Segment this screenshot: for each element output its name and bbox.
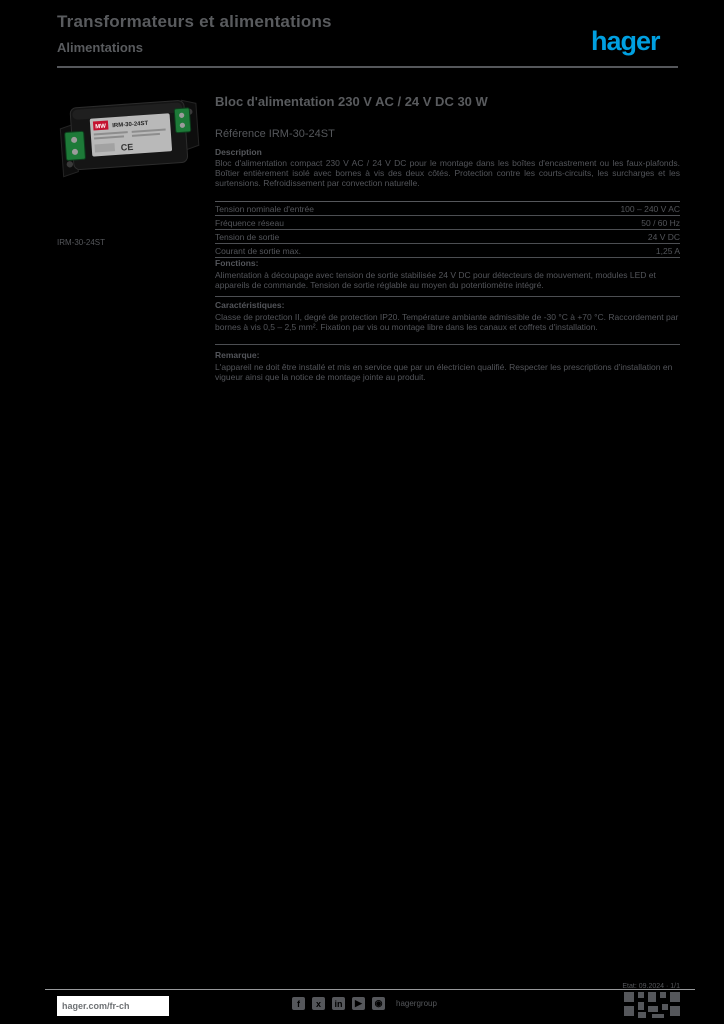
device-brand-text: MW	[95, 124, 106, 131]
spec-value: 50 / 60 Hz	[641, 217, 680, 228]
header-category-line2: Alimentations	[57, 40, 143, 55]
linkedin-icon[interactable]: in	[332, 997, 345, 1010]
section-text: Classe de protection II, degré de protec…	[215, 312, 679, 332]
section-label: Caractéristiques:	[215, 300, 285, 310]
spec-label: Courant de sortie max.	[215, 245, 301, 256]
footer-url-box[interactable]: hager.com/fr-ch	[57, 996, 169, 1016]
spec-row: Fréquence réseau 50 / 60 Hz	[215, 216, 680, 230]
product-reference: Référence IRM-30-24ST	[215, 128, 335, 140]
description-text: Bloc d'alimentation compact 230 V AC / 2…	[215, 158, 680, 188]
header-divider	[57, 66, 678, 68]
section-remark: Remarque: L'appareil ne doit être instal…	[215, 350, 680, 382]
section-label: Remarque:	[215, 350, 260, 360]
description-label: Description	[215, 147, 262, 157]
instagram-icon[interactable]: ◉	[372, 997, 385, 1010]
spec-label: Tension nominale d'entrée	[215, 203, 314, 214]
section-characteristics: Caractéristiques: Classe de protection I…	[215, 300, 680, 332]
header-category-line1: Transformateurs et alimentations	[57, 12, 332, 31]
section-divider	[215, 296, 680, 297]
device-model-text: IRM-30-24ST	[112, 121, 149, 130]
section-functions: Fonctions: Alimentation à découpage avec…	[215, 258, 680, 290]
youtube-icon[interactable]: ▶	[352, 997, 365, 1010]
footer-url[interactable]: hager.com/fr-ch	[62, 1001, 130, 1011]
section-text: L'appareil ne doit être installé et mis …	[215, 362, 673, 382]
qr-code[interactable]	[624, 992, 680, 1018]
footer-divider	[45, 989, 695, 990]
hager-logo: hager	[591, 26, 661, 56]
spec-value: 100 – 240 V AC	[620, 203, 680, 214]
social-caption: hagergroup	[396, 999, 437, 1008]
device-ce-mark: CE	[120, 142, 133, 153]
footer-note: Etat: 09.2024 · 1/1	[622, 983, 680, 990]
spec-label: Fréquence réseau	[215, 217, 284, 228]
section-divider	[215, 344, 680, 345]
x-twitter-icon[interactable]: x	[312, 997, 325, 1010]
spec-value: 24 V DC	[647, 231, 680, 242]
spec-table: Tension nominale d'entrée 100 – 240 V AC…	[215, 201, 680, 258]
section-label: Fonctions:	[215, 258, 259, 268]
product-image-caption: IRM-30-24ST	[57, 238, 106, 247]
spec-row: Courant de sortie max. 1,25 A	[215, 244, 680, 258]
product-title: Bloc d'alimentation 230 V AC / 24 V DC 3…	[215, 94, 488, 109]
spec-value: 1,25 A	[655, 245, 680, 256]
facebook-icon[interactable]: f	[292, 997, 305, 1010]
section-text: Alimentation à découpage avec tension de…	[215, 270, 656, 290]
spec-label: Tension de sortie	[215, 231, 280, 242]
product-photo: MW IRM-30-24ST CE	[59, 99, 200, 178]
spec-row: Tension de sortie 24 V DC	[215, 230, 680, 244]
spec-row: Tension nominale d'entrée 100 – 240 V AC	[215, 202, 680, 216]
social-icons: f x in ▶ ◉ hagergroup	[292, 997, 437, 1010]
